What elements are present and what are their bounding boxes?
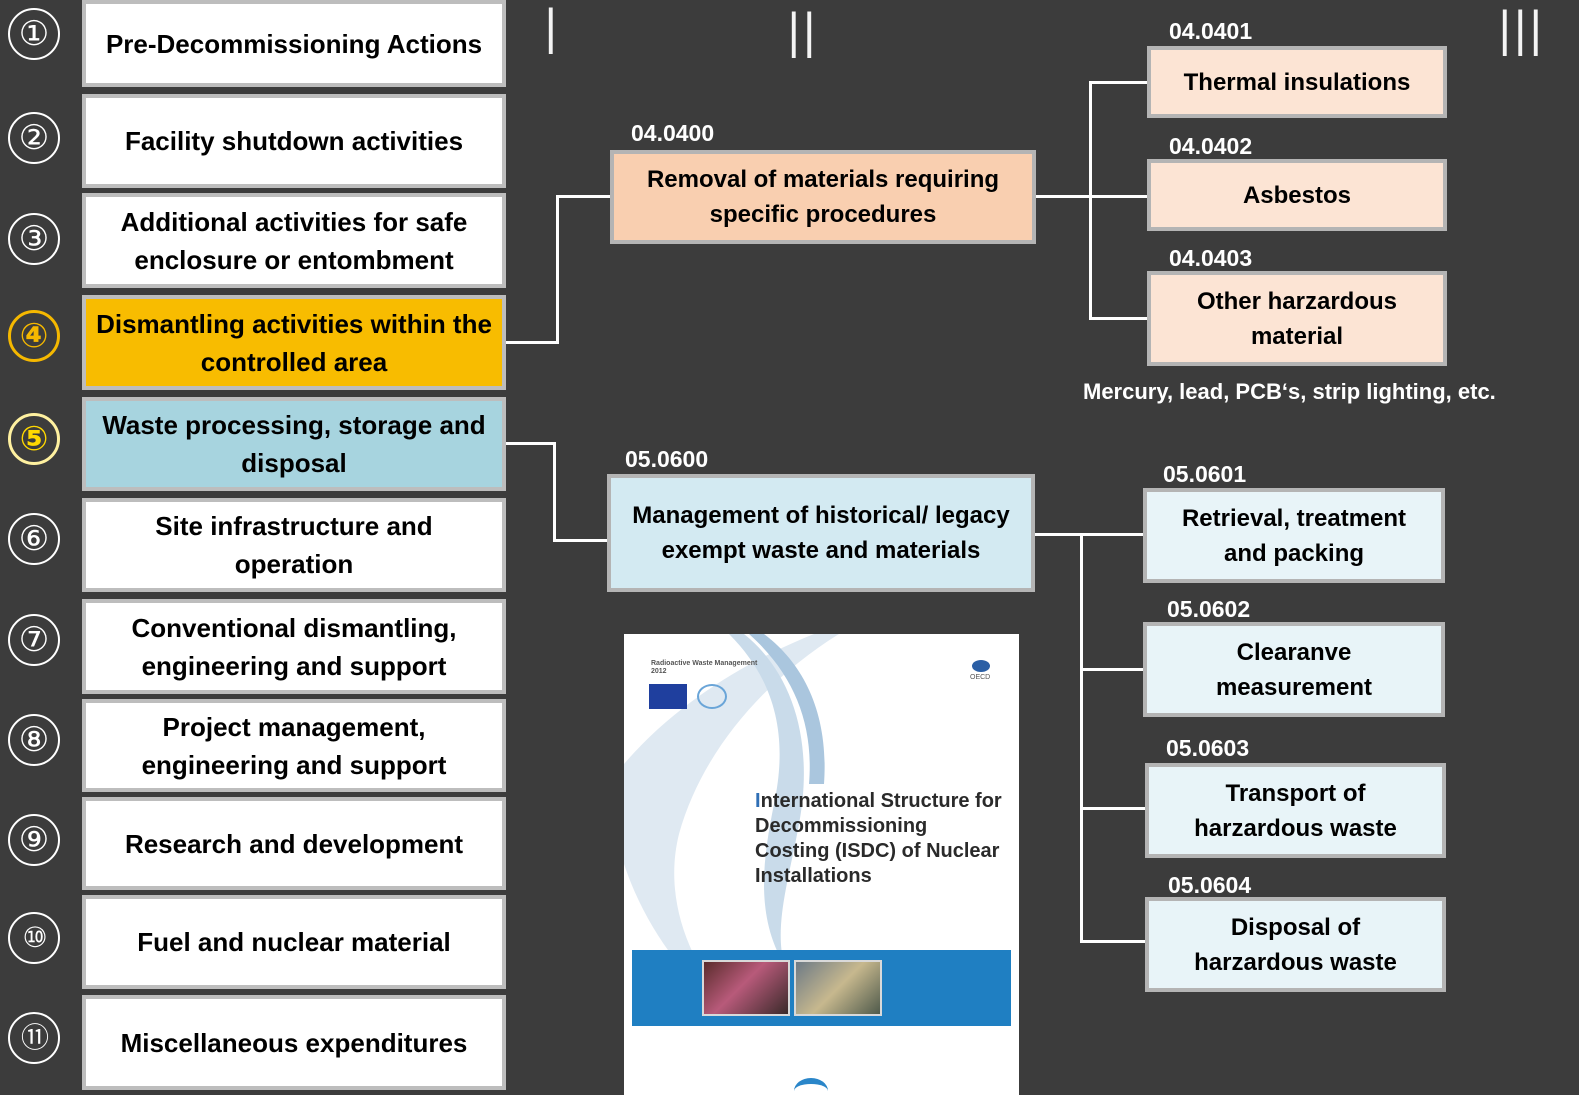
connector-line	[556, 195, 612, 198]
cover-swoosh-graphic	[624, 634, 839, 1024]
connector-line	[506, 442, 556, 445]
cover-title: International Structure for Decommission…	[755, 789, 1005, 889]
connector-line	[1080, 668, 1146, 671]
connector-line	[1089, 317, 1149, 320]
cover-title-initial: I	[755, 790, 761, 812]
category-number-11: ⑪	[8, 1012, 60, 1064]
code-04-0401: 04.0401	[1169, 18, 1253, 44]
category-number-6: ⑥	[8, 513, 60, 565]
connector-line	[1089, 81, 1092, 320]
connector-line	[1089, 195, 1149, 198]
node-retrieval-treatment-packing: Retrieval, treatment and packing	[1143, 488, 1445, 583]
code-05-0604: 05.0604	[1168, 872, 1252, 898]
connector-line	[1080, 807, 1146, 810]
level-marker-3: |||	[1497, 2, 1544, 56]
node-other-hazardous-material: Other harzardous material	[1147, 271, 1447, 366]
cover-title-rest: nternational Structure for Decommissioni…	[755, 790, 1002, 887]
category-number-3: ③	[8, 213, 60, 265]
level-marker-1: |	[543, 0, 559, 54]
code-05-0602: 05.0602	[1167, 596, 1251, 622]
category-number-7: ⑦	[8, 614, 60, 666]
un-emblem-icon	[697, 684, 727, 709]
category-number-4: ④	[8, 310, 60, 362]
publication-cover: Radioactive Waste Management 2012 OECD I…	[624, 634, 1019, 1095]
level-marker-2: ||	[786, 4, 817, 58]
category-box-7: Conventional dismantling, engineering an…	[82, 599, 506, 694]
category-box-11: Miscellaneous expenditures	[82, 995, 506, 1090]
eu-flag-icon	[649, 684, 687, 709]
code-05-0601: 05.0601	[1163, 461, 1247, 487]
cover-bottom-logo-icon	[794, 1078, 828, 1095]
cover-publisher: OECD	[970, 674, 991, 681]
connector-line	[556, 195, 559, 344]
connector-line	[1080, 940, 1146, 943]
category-number-9: ⑨	[8, 814, 60, 866]
code-04-0402: 04.0402	[1169, 133, 1253, 159]
connector-line	[553, 539, 609, 542]
category-box-3: Additional activities for safe enclosure…	[82, 193, 506, 288]
connector-line	[1089, 81, 1149, 84]
oecd-logo-icon	[972, 660, 990, 672]
connector-line	[553, 442, 556, 542]
connector-line	[1080, 533, 1083, 943]
code-04-0400: 04.0400	[631, 120, 715, 146]
category-number-5: ⑤	[8, 413, 60, 465]
category-box-8: Project management, engineering and supp…	[82, 699, 506, 792]
category-box-9: Research and development	[82, 797, 506, 890]
node-management-legacy-waste: Management of historical/ legacy exempt …	[607, 474, 1035, 592]
node-thermal-insulations: Thermal insulations	[1147, 46, 1447, 118]
node-transport-hazardous-waste: Transport of harzardous waste	[1145, 763, 1446, 858]
node-asbestos: Asbestos	[1147, 159, 1447, 231]
category-box-5: Waste processing, storage and disposal	[82, 397, 506, 491]
cover-photo	[702, 960, 790, 1016]
category-number-2: ②	[8, 112, 60, 164]
category-number-1: ①	[8, 8, 60, 60]
category-box-1: Pre-Decommissioning Actions	[82, 0, 506, 87]
cover-photo	[794, 960, 882, 1016]
connector-line	[1034, 195, 1092, 198]
node-disposal-hazardous-waste: Disposal of harzardous waste	[1145, 897, 1446, 992]
code-04-0403: 04.0403	[1169, 245, 1253, 271]
cover-series-label: Radioactive Waste Management 2012	[651, 660, 758, 675]
connector-line	[506, 341, 559, 344]
category-box-6: Site infrastructure and operation	[82, 498, 506, 592]
connector-line	[1033, 533, 1146, 536]
code-05-0600: 05.0600	[625, 446, 709, 472]
node-removal-of-materials: Removal of materials requiring specific …	[610, 150, 1036, 244]
node-clearance-measurement: Clearanve measurement	[1143, 622, 1445, 717]
category-number-10: ⑩	[8, 912, 60, 964]
category-box-4: Dismantling activities within the contro…	[82, 295, 506, 390]
category-box-2: Facility shutdown activities	[82, 94, 506, 188]
category-number-8: ⑧	[8, 714, 60, 766]
hazardous-examples-note: Mercury, lead, PCB‘s, strip lighting, et…	[1083, 379, 1496, 404]
category-box-10: Fuel and nuclear material	[82, 895, 506, 989]
code-05-0603: 05.0603	[1166, 735, 1250, 761]
